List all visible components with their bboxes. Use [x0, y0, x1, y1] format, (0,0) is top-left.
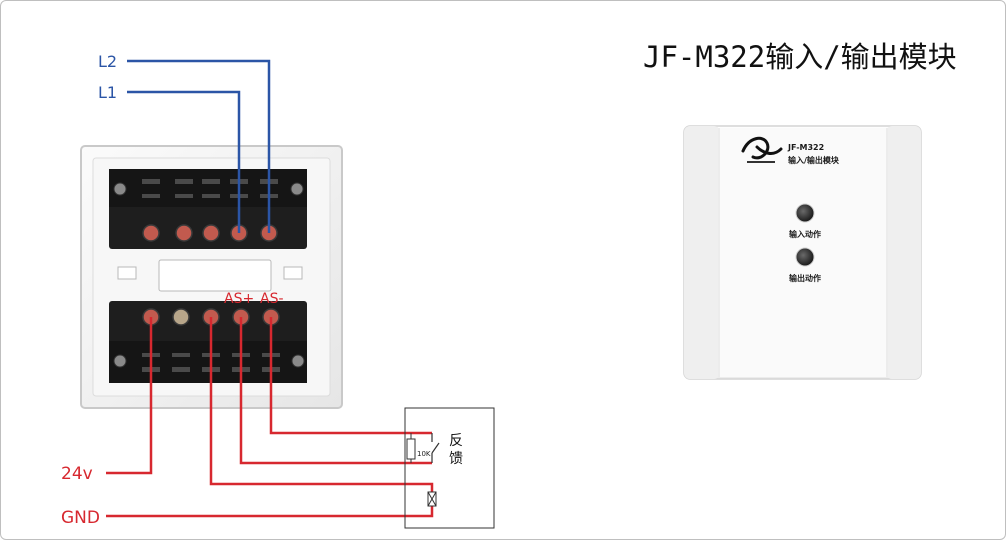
- plate-center-slot: [158, 259, 272, 292]
- feedback-label-1: 反: [449, 433, 463, 449]
- bus-wires: [127, 59, 271, 233]
- l1-label: L1: [98, 83, 117, 102]
- top-screw-1: [142, 224, 160, 242]
- bottom-socket-2: [172, 353, 190, 357]
- top-mount-screw-right: [290, 182, 304, 196]
- feedback-contact: [431, 433, 440, 463]
- plate-right-hole: [283, 266, 303, 280]
- resistor-label: 10K: [417, 450, 431, 458]
- v24-label: 24v: [61, 464, 93, 484]
- wire-gnd: [106, 506, 434, 518]
- as-minus-label: AS-: [260, 291, 284, 307]
- plate-left-hole: [117, 266, 137, 280]
- l1-wire: [127, 90, 241, 233]
- top-socket-2: [175, 179, 193, 184]
- logo-swoosh: [741, 136, 783, 160]
- gnd-label: GND: [61, 508, 100, 528]
- brand-logo: [741, 136, 783, 163]
- output-led-label: 输出动作: [789, 273, 821, 283]
- wire-24v: [106, 317, 153, 475]
- output-led: [795, 247, 815, 267]
- field-device-box: 10K 反 馈: [404, 407, 495, 529]
- bottom-mount-screw-right: [291, 354, 305, 368]
- l2-wire: [127, 59, 271, 233]
- top-terminal-block: [109, 169, 307, 249]
- l2-label: L2: [98, 52, 117, 71]
- bottom-screw-2: [172, 308, 190, 326]
- power-wires: [106, 317, 434, 518]
- wire-as-plus: [239, 317, 432, 465]
- top-block-socket-row: [109, 169, 307, 207]
- top-socket-3: [202, 179, 220, 184]
- resistor-body: [406, 438, 416, 460]
- logo-underline: [747, 161, 775, 163]
- top-socket-3b: [202, 194, 220, 198]
- module-photo: JF-M322 输入/输出模块 输入动作 输出动作: [683, 125, 922, 380]
- module-model-text: JF-M322: [787, 143, 824, 152]
- output-actuator: [427, 491, 437, 507]
- wire-gnd-return: [209, 317, 434, 492]
- field-box-outline: [404, 407, 495, 529]
- module-left-edge: [684, 126, 720, 379]
- module-name-text: 输入/输出模块: [788, 155, 840, 165]
- top-screw-2: [175, 224, 193, 242]
- top-socket-1: [142, 179, 160, 184]
- actuator-cross-2: [427, 491, 437, 507]
- bottom-socket-2b: [172, 367, 190, 372]
- as-plus-label: AS+: [224, 291, 254, 307]
- top-mount-screw-left: [113, 182, 127, 196]
- feedback-label-2: 馈: [449, 451, 463, 467]
- contact-blade: [431, 442, 440, 454]
- wire-as-minus: [269, 317, 432, 435]
- input-led-label: 输入动作: [789, 229, 821, 239]
- top-terminal-screws: [142, 224, 278, 242]
- module-right-edge: [886, 126, 921, 379]
- top-socket-2b: [175, 194, 193, 198]
- bottom-mount-screw-left: [113, 354, 127, 368]
- bottom-block-socket-row: [109, 341, 307, 383]
- input-led: [795, 203, 815, 223]
- top-socket-1b: [142, 194, 160, 198]
- top-screw-3: [202, 224, 220, 242]
- bottom-terminal-block: [109, 301, 307, 383]
- page-title: JF-M322输入/输出模块: [643, 40, 957, 74]
